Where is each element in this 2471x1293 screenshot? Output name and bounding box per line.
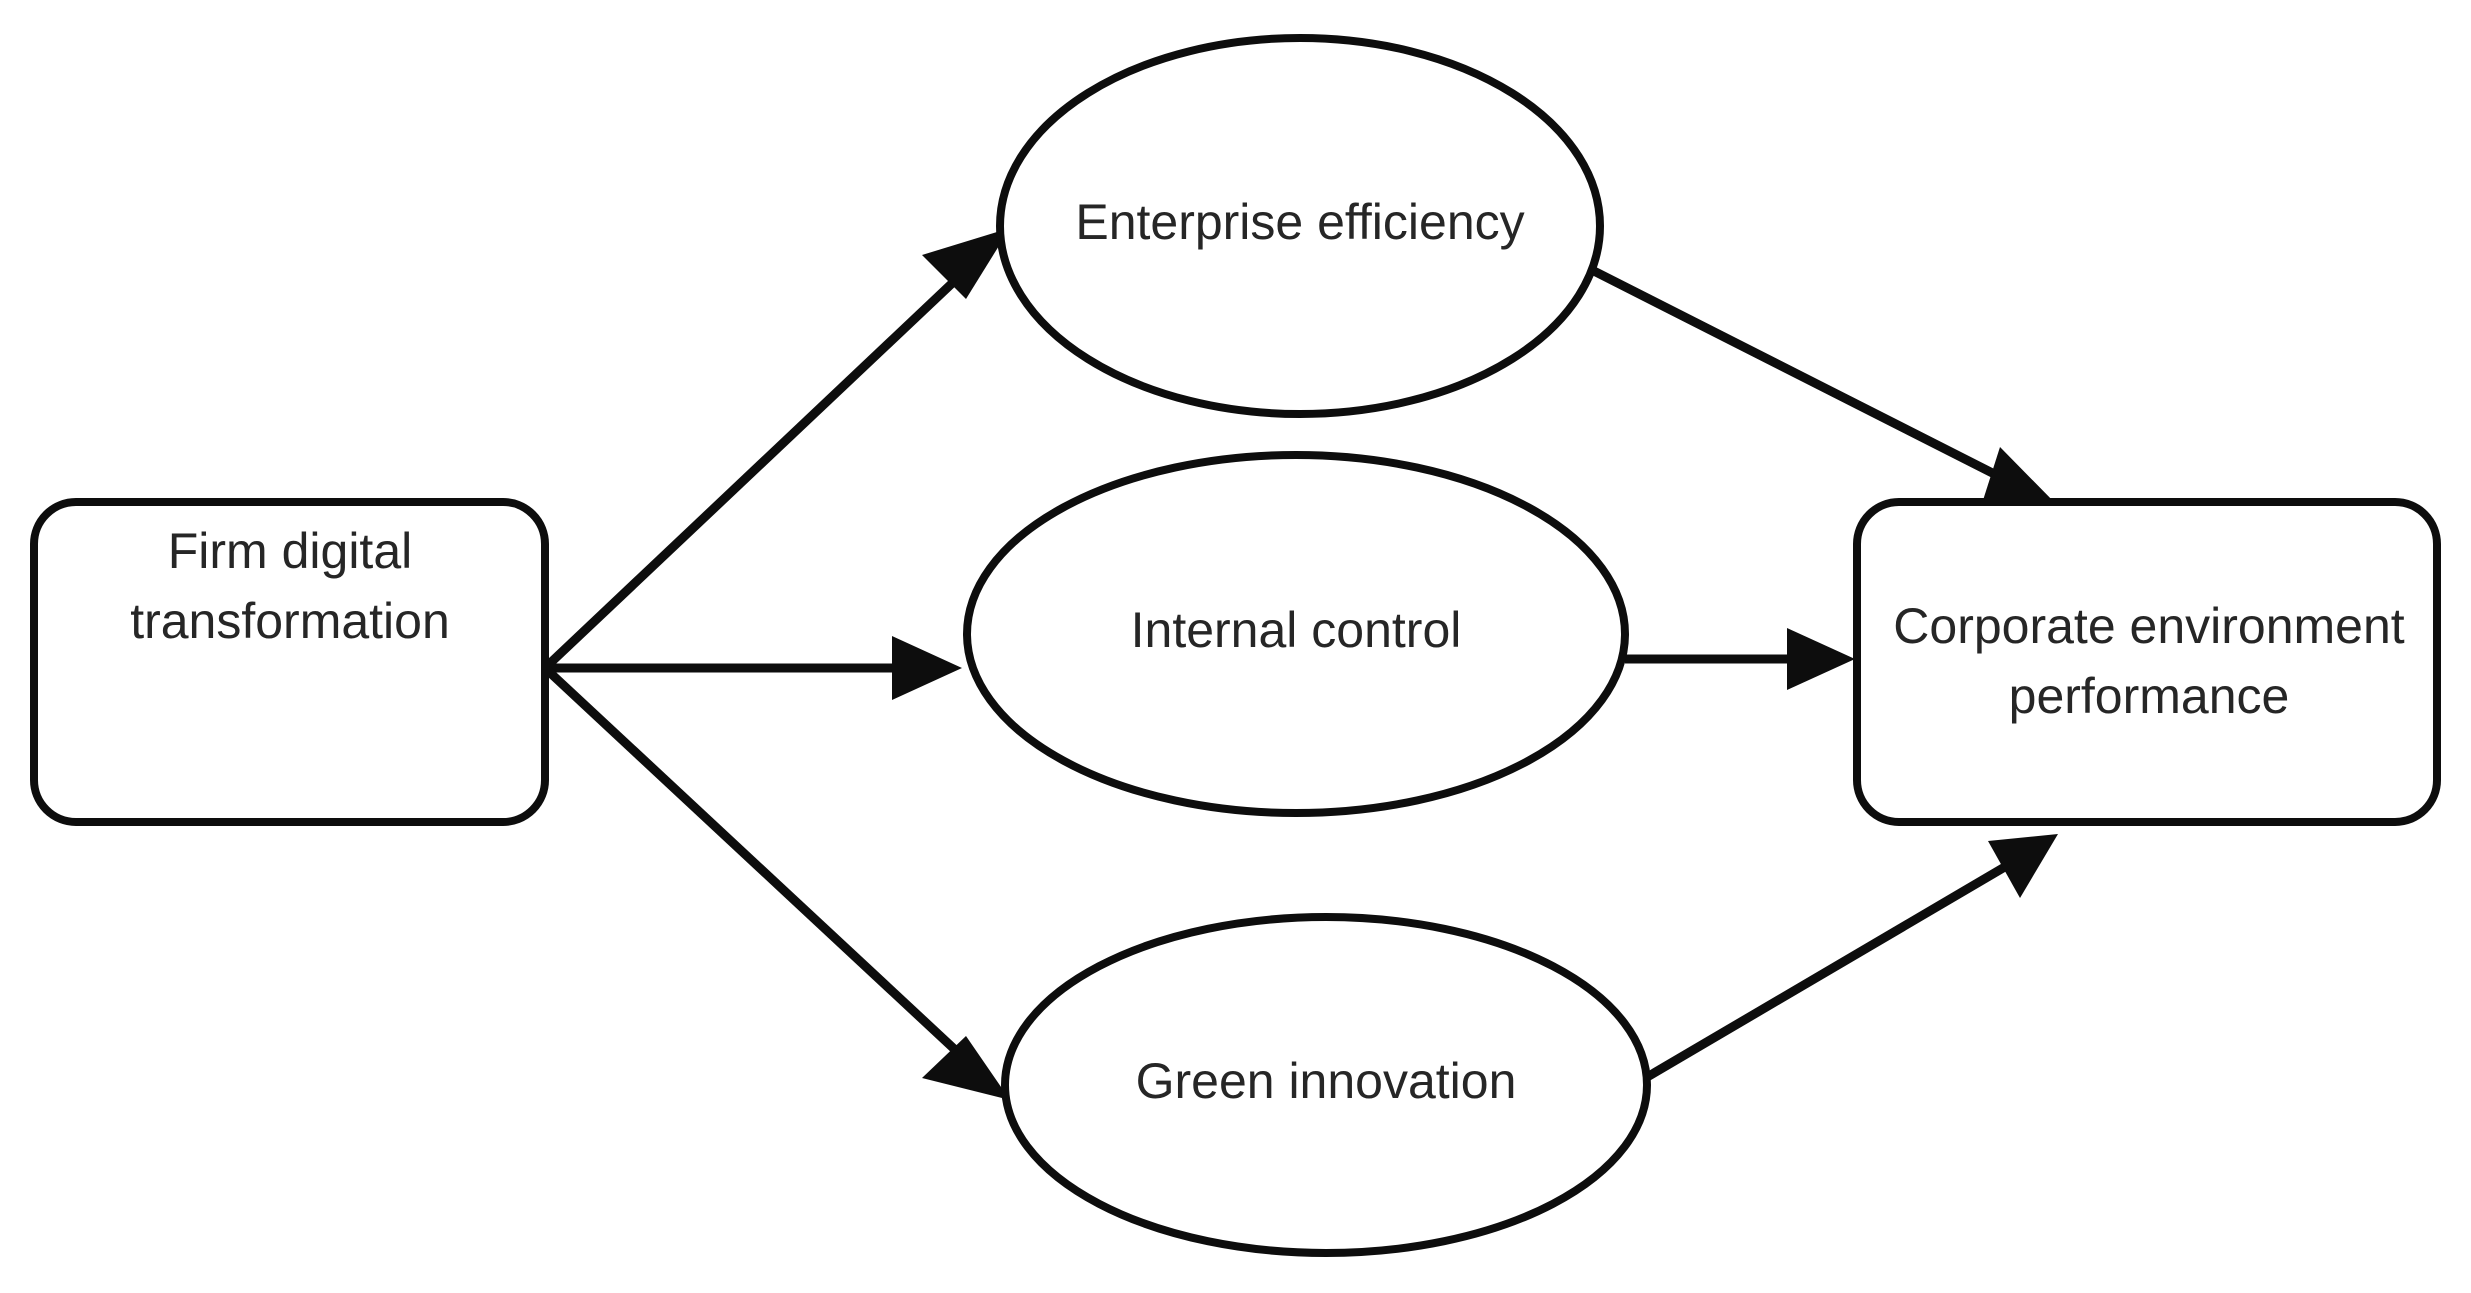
node-firm-digital-transformation[interactable]: Firm digital transformation [30,498,549,826]
node-label-line-2: performance [2009,668,2290,724]
edge-line [1585,263,2023,492]
edge-green-innovation-to-outcome [1634,834,2058,1087]
node-label: Enterprise efficiency [1075,194,1524,250]
edge-source-to-enterprise-efficiency [541,228,1010,672]
arrowhead-icon [1787,628,1855,690]
node-ellipse[interactable] [996,34,1604,418]
edge-enterprise-efficiency-to-outcome [1585,263,2058,516]
node-box[interactable] [30,498,549,826]
node-green-innovation[interactable]: Green innovation [1001,913,1651,1257]
arrowhead-icon [922,1036,1010,1100]
node-label: Internal control [1131,602,1462,658]
edge-line [541,251,986,672]
node-label-line-2: transformation [130,593,450,649]
arrowhead-icon [922,228,1010,299]
edge-source-to-green-innovation [541,664,1010,1100]
arrowhead-icon [892,636,962,700]
node-label-line-1: Firm digital [168,523,412,579]
node-label: Green innovation [1136,1053,1517,1109]
edge-line [1634,854,2023,1087]
node-corporate-environment-performance[interactable]: Corporate environment performance [1853,498,2441,826]
node-enterprise-efficiency[interactable]: Enterprise efficiency [996,34,1604,418]
node-ellipse[interactable] [963,451,1629,817]
edge-source-to-internal-control [545,636,962,700]
edge-internal-control-to-outcome [1625,628,1855,690]
node-internal-control[interactable]: Internal control [963,451,1629,817]
arrowhead-icon [1988,834,2058,898]
node-ellipse[interactable] [1001,913,1651,1257]
node-label-line-1: Corporate environment [1893,598,2404,654]
node-box[interactable] [1853,498,2441,826]
edge-line [541,664,984,1077]
